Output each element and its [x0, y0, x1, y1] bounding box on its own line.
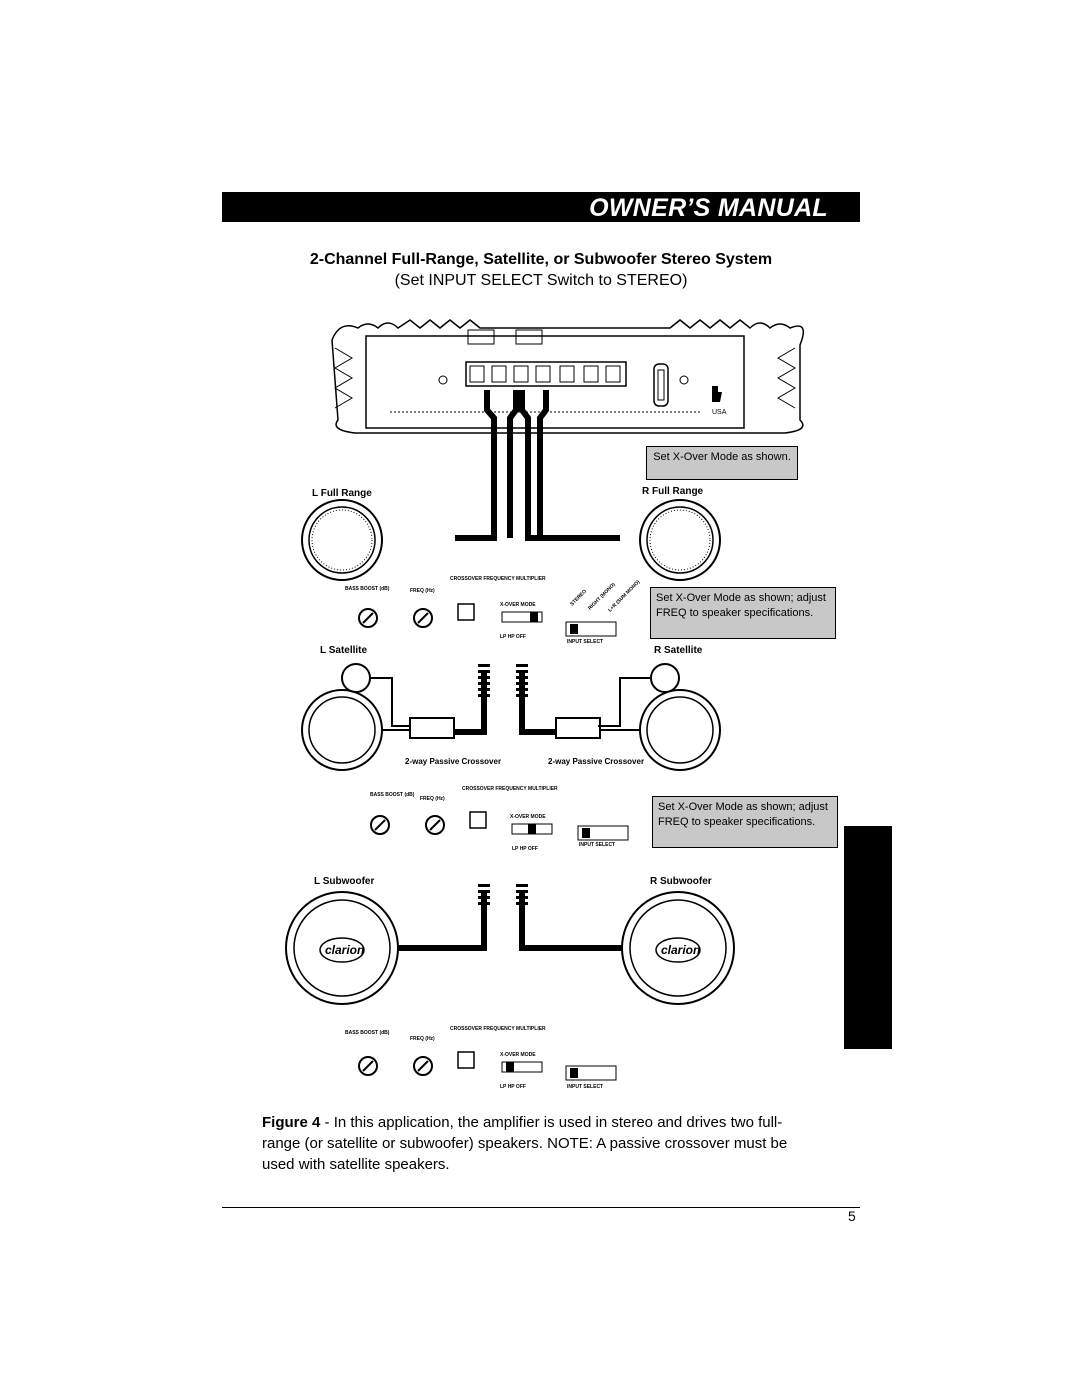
svg-text:FREQ (Hz): FREQ (Hz)	[410, 1036, 435, 1042]
svg-text:BASS BOOST (dB): BASS BOOST (dB)	[345, 1030, 390, 1036]
svg-text:clarion: clarion	[661, 943, 700, 957]
tweeter-right	[650, 663, 680, 693]
label-r-satellite: R Satellite	[654, 645, 703, 656]
svg-text:LP HP OFF: LP HP OFF	[500, 634, 526, 640]
section-title: 2-Channel Full-Range, Satellite, or Subw…	[309, 251, 773, 268]
speaker-l-satellite	[301, 689, 383, 771]
usa-mark: USA	[712, 409, 727, 416]
banner-title: OWNER’S MANUAL	[589, 194, 828, 222]
svg-text:LP HP OFF: LP HP OFF	[500, 1084, 526, 1090]
svg-text:X-OVER MODE: X-OVER MODE	[500, 602, 536, 608]
svg-text:INPUT SELECT: INPUT SELECT	[567, 1084, 603, 1090]
svg-text:FREQ (Hz): FREQ (Hz)	[420, 796, 445, 802]
amplifier-panel: USA	[331, 319, 805, 434]
speaker-wires	[455, 390, 620, 541]
label-r-subwoofer: R Subwoofer	[650, 876, 712, 887]
header-banner: OWNER’S MANUAL	[222, 192, 860, 222]
control-strip-3: BASS BOOST (dB) FREQ (Hz) CROSSOVER FREQ…	[345, 1026, 617, 1090]
speaker-r-full-range	[639, 499, 721, 581]
svg-text:CROSSOVER FREQUENCY MULTIPLIER: CROSSOVER FREQUENCY MULTIPLIER	[462, 786, 558, 792]
svg-text:CROSSOVER FREQUENCY MULTIPLIER: CROSSOVER FREQUENCY MULTIPLIER	[450, 1026, 546, 1032]
tweeter-left	[341, 663, 371, 693]
label-crossover-right: 2-way Passive Crossover	[548, 757, 644, 766]
speaker-l-full-range	[301, 499, 383, 581]
control-strip-1: BASS BOOST (dB) FREQ (Hz) CROSSOVER FREQ…	[345, 576, 642, 645]
label-r-full-range: R Full Range	[642, 486, 704, 497]
note-middle: Set X-Over Mode as shown; adjust FREQ to…	[650, 587, 836, 639]
svg-text:CROSSOVER FREQUENCY MULTIPLIER: CROSSOVER FREQUENCY MULTIPLIER	[450, 576, 546, 582]
label-l-full-range: L Full Range	[312, 488, 372, 499]
control-strip-2: BASS BOOST (dB) FREQ (Hz) CROSSOVER FREQ…	[370, 786, 629, 852]
speaker-r-subwoofer: clarion	[621, 891, 735, 1005]
label-crossover-left: 2-way Passive Crossover	[405, 757, 501, 766]
label-l-satellite: L Satellite	[320, 645, 367, 656]
footer-rule	[222, 1207, 860, 1208]
svg-text:LP HP OFF: LP HP OFF	[512, 846, 538, 852]
svg-text:FREQ (Hz): FREQ (Hz)	[410, 588, 435, 594]
speaker-r-satellite	[639, 689, 721, 771]
svg-text:BASS BOOST (dB): BASS BOOST (dB)	[370, 792, 415, 798]
caption-lead: Figure 4	[262, 1114, 321, 1131]
caption-text: - In this application, the amplifier is …	[262, 1114, 788, 1173]
note-top: Set X-Over Mode as shown.	[646, 446, 798, 480]
page-number: 5	[848, 1208, 856, 1224]
section-tab	[844, 826, 892, 1049]
section-subtitle: (Set INPUT SELECT Switch to STEREO)	[394, 272, 688, 289]
wiring-diagram: USA Set X-Over Mode as shown. L Full Ran…	[285, 319, 838, 1090]
svg-text:STEREO: STEREO	[569, 589, 588, 608]
svg-text:BASS BOOST (dB): BASS BOOST (dB)	[345, 586, 390, 592]
svg-text:INPUT SELECT: INPUT SELECT	[579, 842, 615, 848]
svg-text:X-OVER MODE: X-OVER MODE	[500, 1052, 536, 1058]
svg-text:INPUT SELECT: INPUT SELECT	[567, 639, 603, 645]
note-bottom: Set X-Over Mode as shown; adjust FREQ to…	[652, 796, 838, 848]
figure-caption: Figure 4 - In this application, the ampl…	[262, 1112, 807, 1175]
svg-text:X-OVER MODE: X-OVER MODE	[510, 814, 546, 820]
svg-text:clarion: clarion	[325, 943, 364, 957]
label-l-subwoofer: L Subwoofer	[314, 876, 374, 887]
speaker-l-subwoofer: clarion	[285, 891, 399, 1005]
